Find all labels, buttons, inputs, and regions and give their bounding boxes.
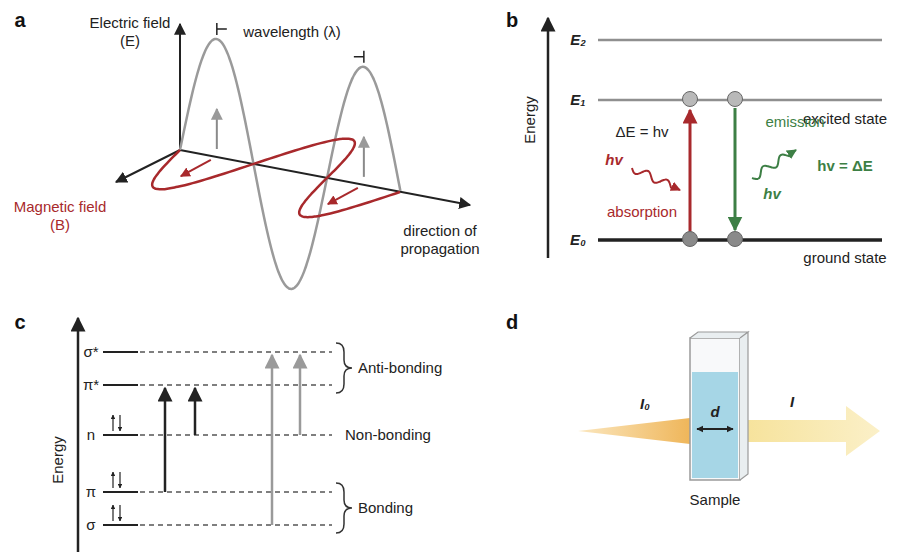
orbital-level — [103, 385, 332, 386]
axis-label: Magnetic field (B) — [4, 198, 116, 234]
intensity-label: I₀ — [640, 395, 650, 413]
wavelength-tick — [217, 23, 227, 35]
electrons — [683, 92, 743, 247]
level-dash — [140, 491, 332, 492]
b-vector — [328, 188, 358, 204]
electron-spin — [112, 505, 113, 521]
orbital-name: π — [86, 483, 96, 501]
e-vector — [216, 109, 218, 149]
brace — [336, 343, 352, 393]
electron — [683, 232, 698, 247]
magnetic-wave — [152, 139, 400, 218]
level-name: E₂ — [570, 31, 586, 49]
level-dash — [140, 434, 332, 435]
orbital-levels — [103, 352, 332, 525]
cuvette — [690, 332, 748, 480]
energy-equation: hv = ΔE — [817, 157, 872, 175]
intensity-label: I — [790, 393, 794, 411]
absorption-arrow — [689, 110, 692, 232]
orbital-name: σ — [86, 516, 95, 534]
incident-beam — [578, 418, 690, 444]
e-vector — [363, 137, 365, 177]
panel-letter: b — [506, 8, 518, 32]
transmitted-beam — [740, 406, 880, 456]
cuvette-wall — [690, 338, 740, 480]
propagation-axis — [180, 150, 470, 205]
level-line — [103, 384, 138, 386]
path-length-arrow — [697, 428, 733, 430]
level-name: E₀ — [570, 231, 586, 249]
panel-letter: a — [14, 8, 25, 32]
group-label: Anti-bonding — [358, 359, 442, 377]
photon-wave — [632, 168, 680, 190]
electron — [728, 232, 743, 247]
electron-spin — [112, 472, 113, 488]
electron — [728, 92, 743, 107]
cuvette-edge — [690, 332, 748, 480]
wave-axes — [116, 24, 470, 205]
level-dash — [140, 384, 332, 385]
electric-axis — [179, 24, 181, 150]
electron — [683, 92, 698, 107]
wavelength-label: wavelength (λ) — [242, 23, 342, 41]
electron-spin — [119, 505, 120, 521]
energy-equation: ΔE = hv — [616, 123, 669, 141]
field-vectors — [181, 109, 364, 204]
state-label: ground state — [803, 249, 886, 267]
level-line — [103, 524, 138, 526]
electric-wave — [180, 39, 400, 289]
axis-title: Energy — [521, 96, 539, 144]
energy-level — [598, 39, 882, 42]
photon-label: hv — [763, 185, 781, 203]
orbital-level — [103, 505, 332, 525]
level-line — [103, 351, 138, 353]
brace — [336, 483, 352, 533]
level-name: E₁ — [570, 91, 585, 109]
axis-title: Energy — [49, 436, 67, 484]
orbital-level — [103, 472, 332, 492]
axis-label: direction of propagation — [378, 222, 502, 258]
wavelength-ticks — [217, 23, 364, 63]
emission-arrow — [734, 108, 737, 230]
process-label: absorption — [607, 203, 677, 221]
b-vector — [181, 160, 211, 176]
transitions — [165, 355, 300, 525]
energy-axis — [77, 318, 80, 552]
orbital-name: n — [87, 426, 95, 444]
level-dash — [140, 524, 332, 525]
transition-arrow — [194, 388, 197, 435]
level-line — [103, 491, 138, 493]
transition-arrow — [164, 388, 167, 492]
level-dash — [140, 351, 332, 352]
orbital-level — [103, 415, 332, 435]
transition-arrow — [299, 355, 302, 435]
group-label: Bonding — [358, 499, 413, 517]
electron-spin — [119, 415, 120, 431]
photon-label: hv — [605, 151, 623, 169]
process-label: emission — [765, 113, 824, 131]
sample-liquid — [692, 372, 738, 478]
sample-label: Sample — [690, 491, 741, 509]
electron-spin — [119, 472, 120, 488]
axis-label: Electric field (E) — [88, 14, 172, 50]
orbital-level — [103, 352, 332, 353]
path-length-label: d — [710, 403, 719, 421]
level-line — [103, 434, 138, 436]
panel-letter: c — [14, 310, 25, 334]
electron-spin — [112, 415, 113, 431]
photon-wave — [752, 150, 796, 179]
wavelength-tick — [354, 51, 364, 63]
transition-arrow — [271, 355, 274, 525]
panel-letter: d — [506, 310, 518, 334]
magnetic-axis — [116, 150, 180, 182]
orbital-name: σ* — [83, 343, 98, 361]
energy-axis — [547, 18, 550, 258]
orbital-name: π* — [83, 376, 99, 394]
group-label: Non-bonding — [345, 426, 431, 444]
